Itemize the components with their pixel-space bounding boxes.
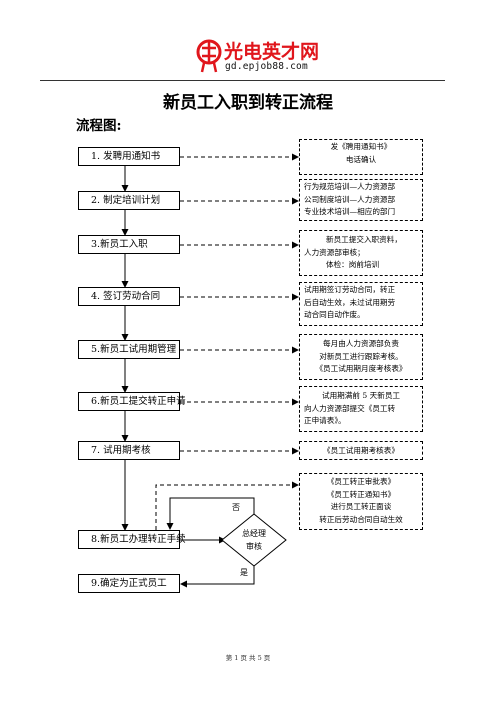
note-8: 《员工转正审批表》 《员工转正通知书》 进行员工转正面谈 转正后劳动合同自动生效 (299, 473, 423, 530)
section-label: 流程图: (76, 118, 122, 134)
note-line: 电话确认 (345, 154, 377, 164)
step-6-box: 6.新员工提交转正申请 (78, 392, 186, 411)
note-line: 行为规范培训—人力资源部 (304, 182, 396, 191)
note-1: 发《聘用通知书》 电话确认 (299, 139, 423, 175)
logo-emblem-icon (196, 39, 222, 73)
step-8-box: 8.新员工办理转正手续 (78, 530, 186, 549)
note-line: 正申请表》。 (304, 416, 346, 425)
note-line: 《员工试用期考核表》 (323, 446, 399, 455)
decision-line: 审核 (246, 542, 262, 551)
page-title: 新员工入职到转正流程 (163, 93, 333, 113)
decision-label: 总经理 审核 (225, 527, 283, 553)
step-label: 5.新员工试用期管理 (91, 344, 177, 355)
note-line: 专业技术培训—相应的部门 (304, 207, 396, 216)
step-5-box: 5.新员工试用期管理 (78, 340, 180, 359)
note-6: 试用期满前 5 天新员工 向人力资源部提交《员工转 正申请表》。 (299, 386, 423, 432)
branch-yes-label: 是 (240, 568, 248, 577)
step-3-box: 3.新员工入职 (78, 235, 180, 254)
note-3: 新员工提交入职资料， 人力资源部审核； 体检：岗前培训 (299, 230, 423, 276)
step-label: 3.新员工入职 (91, 239, 148, 250)
header-divider (40, 80, 445, 81)
note-7: 《员工试用期考核表》 (299, 441, 423, 460)
note-line: 进行员工转正面谈 (330, 502, 392, 511)
note-line: 对新员工进行跟踪考核。 (319, 351, 403, 361)
logo-url: gd.epjob88.com (225, 61, 308, 72)
step-label: 7. 试用期考核 (91, 445, 151, 456)
connector-no-branch (166, 497, 255, 530)
note-line: 体检：岗前培训 (326, 260, 380, 269)
logo-text: 光电英才网 (224, 41, 320, 63)
note-line: 向人力资源部提交《员工转 (304, 403, 396, 413)
note-line: 新员工提交入职资料， (326, 235, 402, 244)
note-5: 每月由人力资源部负责 对新员工进行跟踪考核。 《员工试用期月度考核表》 (299, 334, 423, 380)
note-line: 后自动生效，未过试用期劳 (304, 297, 396, 307)
step-9-box: 9.确定为正式员工 (78, 574, 180, 593)
dash-link-8 (155, 481, 299, 530)
step-7-box: 7. 试用期考核 (78, 441, 180, 460)
step-label: 8.新员工办理转正手续 (91, 534, 186, 545)
note-line: 《员工转正通知书》 (326, 489, 396, 499)
step-label: 1. 发聘用通知书 (91, 151, 161, 162)
note-4: 试用期签订劳动合同，转正 后自动生效，未过试用期劳 动合同自动作废。 (299, 282, 423, 326)
step-label: 9.确定为正式员工 (91, 578, 167, 589)
step-2-box: 2. 制定培训计划 (78, 191, 180, 210)
note-2: 行为规范培训—人力资源部 公司制度培训—人力资源部 专业技术培训—相应的部门 (299, 179, 423, 221)
branch-no-label: 否 (232, 503, 240, 512)
note-line: 试用期签订劳动合同，转正 (304, 285, 396, 294)
decision-line: 总经理 (242, 529, 266, 538)
company-logo: 光电英才网 gd.epjob88.com (196, 36, 326, 78)
step-1-box: 1. 发聘用通知书 (78, 147, 180, 166)
page-footer: 第 1 页 共 5 页 (225, 654, 271, 662)
note-line: 试用期满前 5 天新员工 (322, 391, 401, 400)
note-line: 发《聘用通知书》 (330, 142, 392, 151)
note-line: 《员工试用期月度考核表》 (315, 364, 407, 373)
step-label: 2. 制定培训计划 (91, 195, 161, 206)
step-label: 6.新员工提交转正申请 (91, 396, 186, 407)
step-4-box: 4. 签订劳动合同 (78, 287, 180, 306)
note-line: 《员工转正审批表》 (326, 477, 396, 486)
note-line: 每月由人力资源部负责 (323, 339, 399, 348)
note-line: 人力资源部审核； (304, 247, 365, 257)
note-line: 动合同自动作废。 (304, 310, 365, 319)
note-line: 公司制度培训—人力资源部 (304, 194, 396, 204)
connector-yes-branch (180, 566, 255, 588)
step-label: 4. 签订劳动合同 (91, 291, 161, 302)
decision-diamond (221, 513, 287, 567)
note-line: 转正后劳动合同自动生效 (319, 514, 403, 524)
